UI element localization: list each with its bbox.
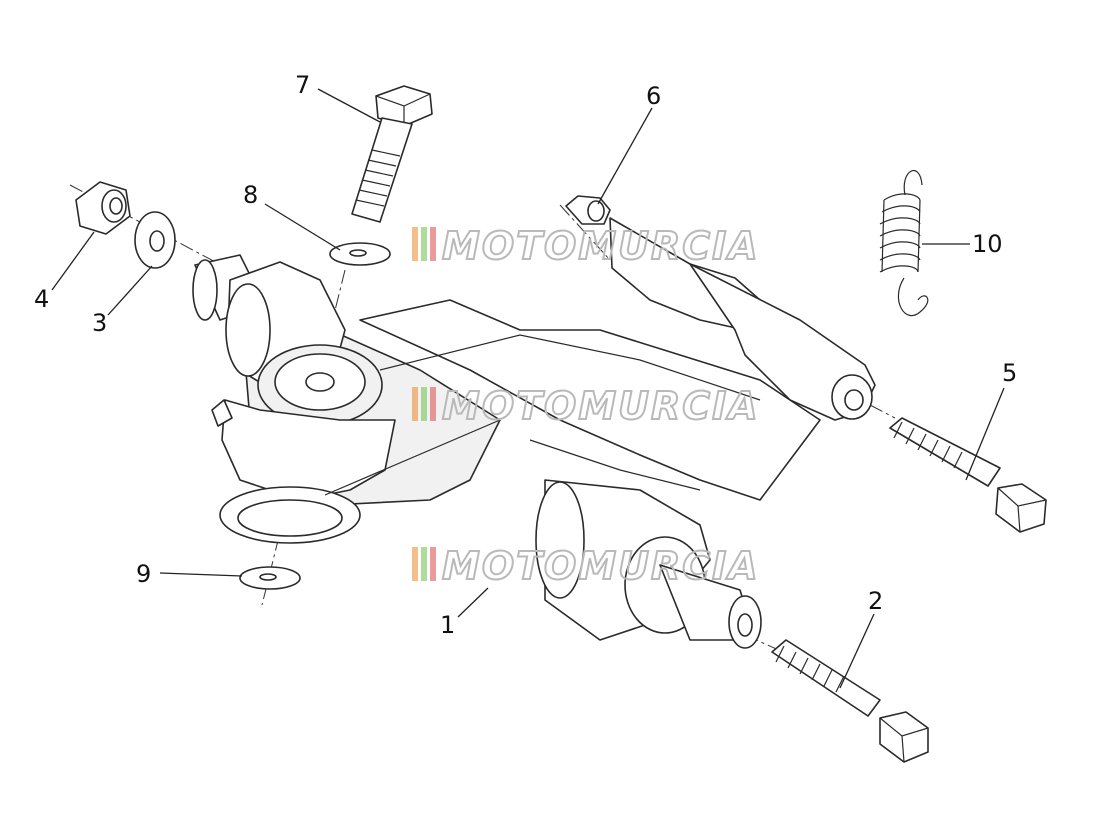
spring-part-10 — [879, 170, 929, 317]
callout-3: 3 — [92, 309, 107, 337]
watermark-text: MOTOMURCIA — [442, 544, 760, 588]
callout-labels: 7 6 8 4 3 5 10 9 1 2 — [34, 71, 1017, 639]
callout-8: 8 — [243, 181, 258, 209]
callout-9: 9 — [136, 560, 151, 588]
swing-arm-part — [192, 217, 876, 649]
nut-part-6 — [565, 195, 611, 225]
leader-lines — [51, 88, 1005, 689]
callout-5: 5 — [1002, 359, 1017, 387]
watermark-text: MOTOMURCIA — [442, 224, 760, 268]
nut-part-4 — [75, 181, 131, 235]
callout-1: 1 — [440, 611, 455, 639]
bolt-part-5 — [889, 417, 1047, 533]
washer-part-3 — [134, 211, 176, 269]
callout-7: 7 — [295, 71, 310, 99]
callout-10: 10 — [972, 230, 1003, 258]
callout-4: 4 — [34, 285, 49, 313]
watermark-logo: MOTOMURCIA MOTOMURCIA MOTOMURCIA — [412, 223, 760, 589]
bolt-part-2 — [771, 639, 929, 763]
callout-6: 6 — [646, 82, 661, 110]
watermark-text: MOTOMURCIA — [442, 384, 760, 428]
bolt-part-7 — [351, 85, 433, 223]
callout-2: 2 — [868, 587, 883, 615]
washer-part-8 — [329, 242, 391, 266]
washer-part-9 — [239, 566, 301, 590]
